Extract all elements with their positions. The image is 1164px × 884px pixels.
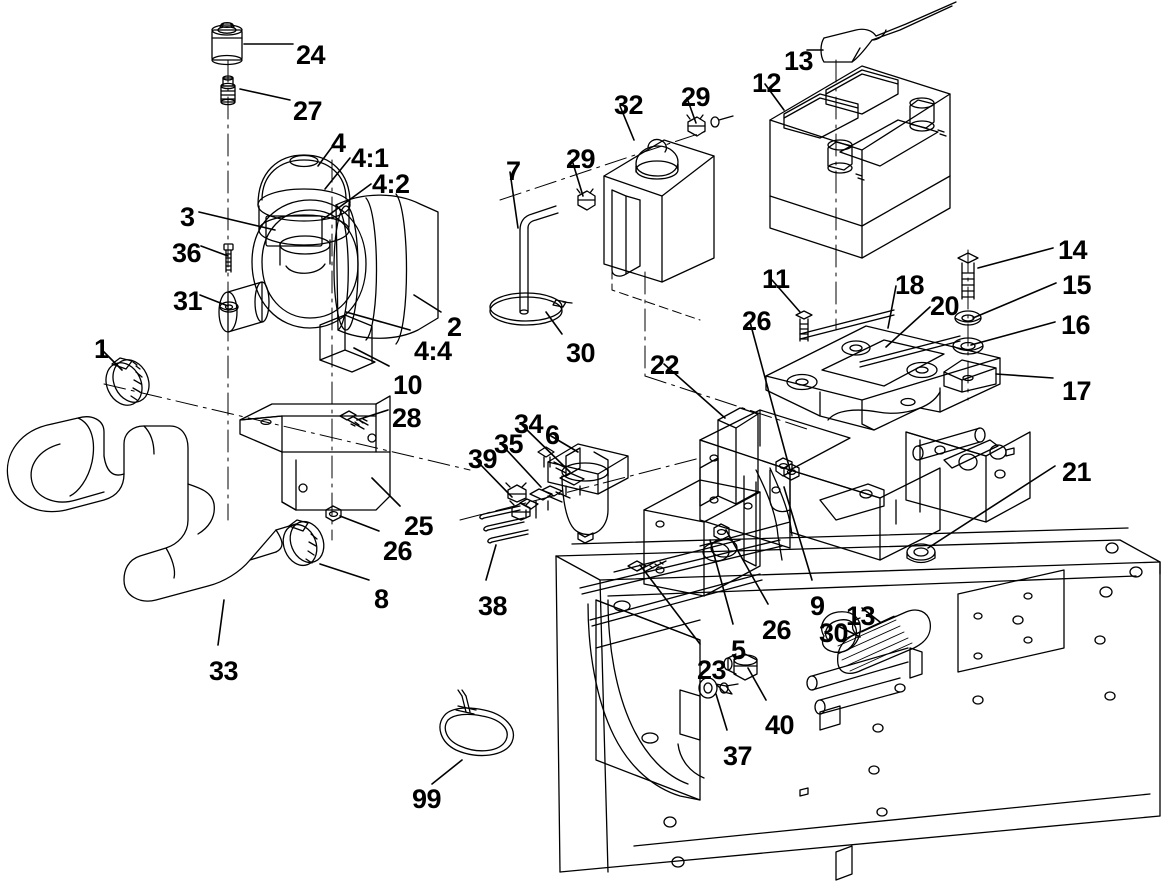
part-26c-locknut <box>713 523 730 541</box>
callout-5[interactable]: 5 <box>731 635 746 665</box>
callout-20[interactable]: 20 <box>930 291 960 321</box>
callout-22[interactable]: 22 <box>650 350 680 380</box>
callout-40[interactable]: 40 <box>765 710 795 740</box>
callout-31[interactable]: 31 <box>173 286 203 316</box>
part-40-hex-nut <box>723 653 758 681</box>
part-99-wire-clamp <box>439 689 514 757</box>
callout-23[interactable]: 23 <box>697 655 727 685</box>
part-15-lock-washer <box>954 310 982 326</box>
callout-13-a[interactable]: 13 <box>784 46 814 76</box>
callout-38[interactable]: 38 <box>478 591 508 621</box>
callout-24[interactable]: 24 <box>296 40 326 70</box>
callout-28[interactable]: 28 <box>392 403 422 433</box>
part-28-screw <box>339 410 369 430</box>
callout-4[interactable]: 4 <box>331 128 346 158</box>
callout-2[interactable]: 2 <box>447 312 462 342</box>
part-30b-cable-tie <box>821 611 861 654</box>
part-25-bracket <box>239 395 391 511</box>
callout-4-2[interactable]: 4:2 <box>372 169 410 199</box>
part-38-fuel-lines <box>479 505 529 544</box>
part-24-fitting <box>211 21 243 66</box>
callout-17[interactable]: 17 <box>1062 376 1092 406</box>
part-12-battery <box>769 65 951 259</box>
callout-26-b[interactable]: 26 <box>742 306 772 336</box>
part-1-hose-clamp <box>105 357 150 406</box>
callout-39[interactable]: 39 <box>468 444 498 474</box>
callout-7[interactable]: 7 <box>506 156 521 186</box>
callout-11[interactable]: 11 <box>762 264 790 294</box>
part-39-barbed-fitting <box>505 482 531 521</box>
callout-3[interactable]: 3 <box>180 202 195 232</box>
part-2-engine <box>218 193 439 373</box>
part-31-washer <box>219 301 239 313</box>
callout-15[interactable]: 15 <box>1062 270 1092 300</box>
callout-33[interactable]: 33 <box>209 656 239 686</box>
part-33-intake-hose <box>6 416 297 602</box>
callout-26-a[interactable]: 26 <box>383 536 413 566</box>
callout-4-1[interactable]: 4:1 <box>351 143 389 173</box>
callout-14[interactable]: 14 <box>1058 235 1088 265</box>
part-23-bolt <box>627 560 667 572</box>
callout-9[interactable]: 9 <box>810 591 825 621</box>
callout-34[interactable]: 34 <box>514 409 544 439</box>
part-17-hold-down <box>943 359 997 393</box>
callout-25[interactable]: 25 <box>404 511 434 541</box>
part-6-fuel-filter <box>537 443 629 544</box>
part-21-grommet <box>906 543 936 564</box>
part-27-nipple <box>220 75 236 106</box>
callout-6[interactable]: 6 <box>545 420 560 450</box>
part-30a-cable-tie <box>489 292 573 326</box>
callout-32[interactable]: 32 <box>614 90 644 120</box>
callout-8[interactable]: 8 <box>374 584 389 614</box>
part-20-battery-tray <box>765 309 1001 431</box>
callout-29-b[interactable]: 29 <box>681 82 711 112</box>
callout-35[interactable]: 35 <box>494 429 524 459</box>
callout-10[interactable]: 10 <box>393 370 423 400</box>
part-36-screw <box>223 243 234 273</box>
part-29a-clamp <box>576 188 596 211</box>
part-35-hose-fitting <box>519 488 553 519</box>
part-11-screw <box>795 310 813 342</box>
machine-frame <box>555 409 1161 881</box>
part-34-elbow-fitting <box>541 472 585 503</box>
part-13a-battery-terminal <box>820 1 957 63</box>
callout-4-4[interactable]: 4:4 <box>414 336 452 366</box>
callout-30-b[interactable]: 30 <box>819 618 849 648</box>
assembly-centerlines <box>103 59 969 541</box>
part-8-hose-clamp <box>282 519 325 567</box>
callout-36[interactable]: 36 <box>172 238 202 268</box>
part-7-dipstick-tube <box>519 205 559 315</box>
callout-21[interactable]: 21 <box>1062 457 1092 487</box>
part-14-bolt <box>957 252 979 300</box>
callout-12[interactable]: 12 <box>752 68 782 98</box>
part-37-washer <box>698 677 739 699</box>
part-26a-locknut <box>325 505 342 522</box>
callout-29-a[interactable]: 29 <box>566 144 596 174</box>
callout-1[interactable]: 1 <box>94 334 109 364</box>
part-29b-clamp <box>686 114 734 137</box>
callout-30-a[interactable]: 30 <box>566 338 596 368</box>
callout-16[interactable]: 16 <box>1061 310 1091 340</box>
callout-27[interactable]: 27 <box>293 96 323 126</box>
callout-18[interactable]: 18 <box>895 270 925 300</box>
callout-13-b[interactable]: 13 <box>846 601 876 631</box>
part-32-fuel-tank <box>603 138 715 321</box>
callout-26-c[interactable]: 26 <box>762 615 792 645</box>
callout-99[interactable]: 99 <box>412 784 442 814</box>
callout-37[interactable]: 37 <box>723 741 753 771</box>
